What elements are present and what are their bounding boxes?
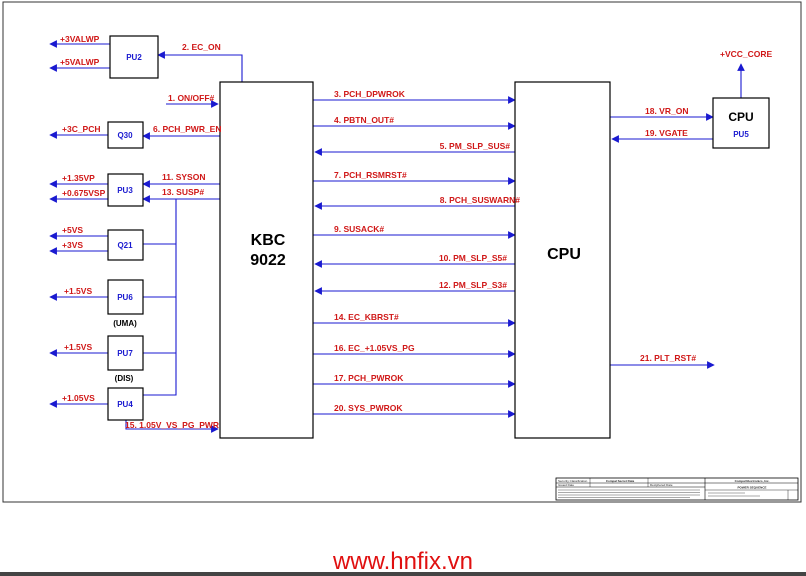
wires [49, 40, 745, 433]
rail-3vs: +3VS [62, 240, 83, 250]
pu6-label: PU6 [117, 293, 133, 302]
rail-1-5vs-uma: +1.5VS [64, 286, 92, 296]
q21-label: Q21 [117, 241, 133, 250]
pu2-label: PU2 [126, 53, 142, 62]
pu7-note: (DIS) [115, 374, 134, 383]
pu7-box [107, 335, 144, 371]
title-block-security: Security Classification [558, 479, 588, 483]
cpu-box [514, 81, 611, 439]
signal-7: 7. PCH_RSMRST# [334, 170, 407, 180]
rail-3c-pch: +3C_PCH [62, 124, 101, 134]
rail-5valwp: +5VALWP [60, 57, 100, 67]
sheet-border [2, 1, 802, 503]
signal-5: 5. PM_SLP_SUS# [440, 141, 511, 151]
kbc-title: KBC [251, 232, 286, 249]
signal-15: 15. 1.05V_VS_PG_PWR [125, 420, 219, 430]
q30-label: Q30 [117, 131, 133, 140]
signal-1: 1. ON/OFF# [168, 93, 215, 103]
signal-2: 2. EC_ON [182, 42, 221, 52]
signal-3: 3. PCH_DPWROK [334, 89, 406, 99]
title-block-title: POWER SEQUENCE [737, 486, 766, 490]
pu6-box [107, 279, 144, 315]
rail-0-675vsp: +0.675VSP [62, 188, 106, 198]
title-block-issued: Issued Date [558, 483, 574, 487]
kbc-box [219, 81, 314, 439]
pu5-cpu-title: CPU [728, 110, 753, 124]
signal-17: 17. PCH_PWROK [334, 373, 404, 383]
rail-vcc-core: +VCC_CORE [720, 49, 773, 59]
signal-4: 4. PBTN_OUT# [334, 115, 394, 125]
rail-1-05vs: +1.05VS [62, 393, 95, 403]
pu4-label: PU4 [117, 400, 133, 409]
pu5-box [712, 97, 770, 149]
signal-9: 9. SUSACK# [334, 224, 384, 234]
signal-16: 16. EC_+1.05VS_PG [334, 343, 415, 353]
signal-11: 11. SYSON [162, 172, 205, 182]
rail-1-5vs-dis: +1.5VS [64, 342, 92, 352]
rail-5vs: +5VS [62, 225, 83, 235]
kbc-model: 9022 [250, 252, 286, 269]
title-block-deciphered: Deciphered Date [650, 483, 673, 487]
pu7-label: PU7 [117, 349, 133, 358]
pu2-box [109, 35, 159, 79]
pu3-label: PU3 [117, 186, 133, 195]
signal-10: 10. PM_SLP_S5# [439, 253, 507, 263]
watermark: www.hnfix.vn [332, 548, 474, 575]
signal-8: 8. PCH_SUSWARN# [440, 195, 521, 205]
signal-13: 13. SUSP# [162, 187, 204, 197]
signal-19: 19. VGATE [645, 128, 688, 138]
pu4-box [107, 387, 144, 421]
signal-14: 14. EC_KBRST# [334, 312, 399, 322]
pu3-box [107, 173, 144, 207]
signal-18: 18. VR_ON [645, 106, 688, 116]
title-block-secret: Compal Secret Data [606, 479, 635, 483]
title-block-company: Compal Electronics, Inc. [735, 479, 770, 483]
pu6-note: (UMA) [113, 319, 137, 328]
bottom-bar [0, 572, 806, 576]
rail-3valwp: +3VALWP [60, 34, 100, 44]
rail-1-35vp: +1.35VP [62, 173, 95, 183]
q30-box [107, 121, 144, 149]
title-block: Security Classification Compal Secret Da… [555, 477, 799, 501]
pu5-label: PU5 [733, 130, 749, 139]
q21-box [107, 229, 144, 261]
cpu-title: CPU [547, 246, 581, 263]
signal-12: 12. PM_SLP_S3# [439, 280, 507, 290]
signal-20: 20. SYS_PWROK [334, 403, 403, 413]
signal-6: 6. PCH_PWR_EN [153, 124, 222, 134]
signal-21: 21. PLT_RST# [640, 353, 696, 363]
